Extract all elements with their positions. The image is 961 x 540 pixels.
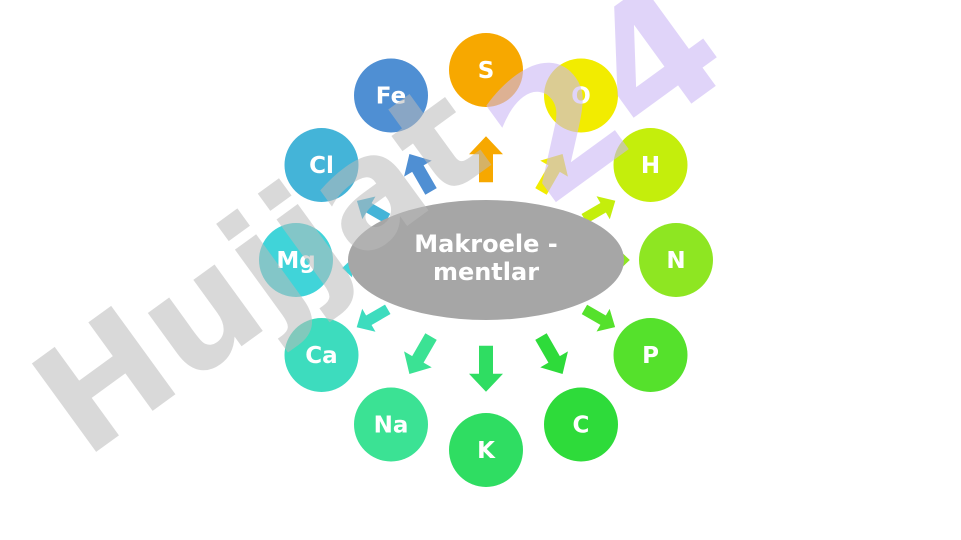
arrow-to-ca xyxy=(356,304,391,332)
element-node-c: C xyxy=(544,387,618,462)
arrow-to-s xyxy=(469,136,503,183)
element-symbol: P xyxy=(642,343,659,369)
element-node-fe: Fe xyxy=(354,58,428,133)
element-node-s: S xyxy=(449,33,523,107)
arrow-to-k xyxy=(469,345,503,392)
element-circle xyxy=(639,223,713,297)
element-symbol: O xyxy=(571,84,591,110)
element-node-k: K xyxy=(449,413,523,487)
center-label-line2: mentlar xyxy=(433,258,539,286)
element-circle xyxy=(544,58,618,133)
element-symbol: N xyxy=(666,248,685,274)
element-circle xyxy=(259,223,333,297)
arrow-to-fe xyxy=(404,153,437,195)
arrow-to-cl xyxy=(356,196,391,224)
element-circles-group: S O H N P C K Na Ca Mg Cl Fe xyxy=(259,33,713,487)
element-symbol: C xyxy=(573,413,590,439)
element-node-mg: Mg xyxy=(259,223,333,297)
element-circle xyxy=(613,318,688,392)
element-node-o: O xyxy=(544,58,618,133)
element-circle xyxy=(284,318,359,392)
element-symbol: Cl xyxy=(309,153,334,179)
element-circle xyxy=(544,387,618,462)
element-circle xyxy=(354,58,428,133)
arrow-to-p xyxy=(581,304,616,332)
element-symbol: Ca xyxy=(305,343,337,369)
element-symbol: K xyxy=(477,438,496,464)
element-symbol: Fe xyxy=(376,84,406,110)
element-circle xyxy=(354,387,428,462)
element-symbol: Mg xyxy=(276,248,315,274)
element-circle xyxy=(449,33,523,107)
arrow-to-h xyxy=(581,196,616,224)
element-circle xyxy=(284,128,359,202)
arrows-group xyxy=(342,136,630,392)
element-circle xyxy=(613,128,688,202)
element-symbol: S xyxy=(478,58,495,84)
element-node-na: Na xyxy=(354,387,428,462)
center-ellipse xyxy=(348,200,624,320)
element-node-h: H xyxy=(613,128,688,202)
element-symbol: H xyxy=(641,153,660,179)
element-symbol: Na xyxy=(374,413,409,439)
element-circle xyxy=(449,413,523,487)
arrow-to-na xyxy=(404,333,437,375)
element-node-p: P xyxy=(613,318,688,392)
element-node-ca: Ca xyxy=(284,318,359,392)
arrow-to-o xyxy=(535,153,568,195)
element-node-n: N xyxy=(639,223,713,297)
arrow-to-c xyxy=(535,333,568,375)
element-node-cl: Cl xyxy=(284,128,359,202)
center-label-line1: Makroele - xyxy=(414,230,557,258)
center-node: Makroele - mentlar xyxy=(348,200,624,320)
